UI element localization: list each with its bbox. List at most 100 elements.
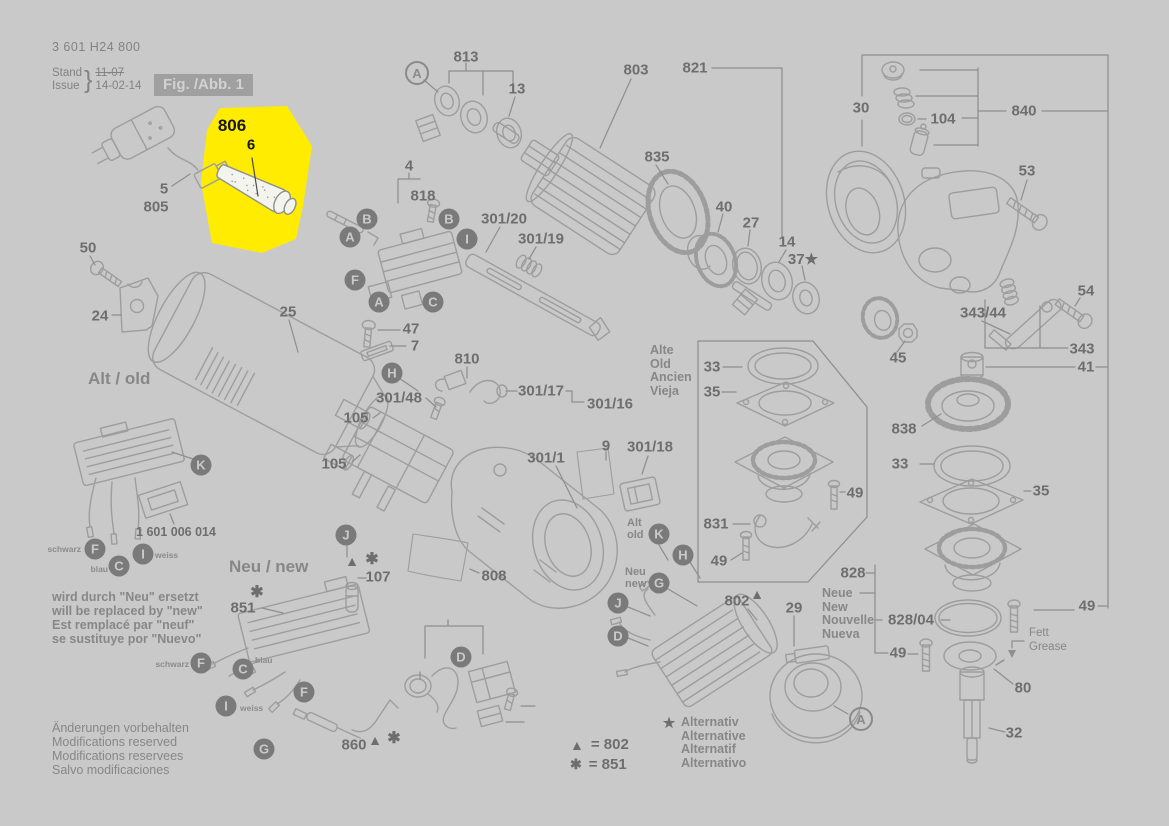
part-label-24[interactable]: 24 [91,307,109,325]
part-label-343[interactable]: 343 [1069,340,1095,358]
part-label-6[interactable]: 6 [246,136,256,154]
text-line: new [625,578,647,590]
part-label-49[interactable]: 49 [710,552,728,570]
callout-H: H [381,362,403,384]
legend-text: = 802 [590,736,629,753]
wire-color-label: weiss [240,703,264,713]
part-label-851[interactable]: 851 [230,599,256,617]
part-label-301-48[interactable]: 301/48 [376,389,422,407]
text-line: Est remplacé par "neuf" [52,618,195,632]
part-label-838[interactable]: 838 [891,420,917,438]
callout-K: K [648,523,670,545]
part-label-301-17[interactable]: 301/17 [518,382,564,400]
part-label-805[interactable]: 805 [143,198,169,216]
grip-806-drawing[interactable] [213,159,300,219]
part-label-1-601-006-014[interactable]: 1 601 006 014 [136,525,216,539]
spindle-drawing [959,666,985,764]
bearing-housing-drawing [450,446,618,609]
part-label-301-18[interactable]: 301/18 [627,438,673,456]
part-label-343-44[interactable]: 343/44 [960,304,1006,322]
part-label-41[interactable]: 41 [1077,358,1095,376]
callout-D: D [607,625,629,647]
text-line: wird durch "Neu" ersetzt [52,590,199,604]
part-label-32[interactable]: 32 [1005,724,1023,742]
text-line: New [822,599,848,614]
part-label-301-1[interactable]: 301/1 [527,449,565,467]
part-label-25[interactable]: 25 [279,303,297,321]
part-label-7[interactable]: 7 [410,337,420,355]
star-marker-icon: ★ [662,714,676,731]
part-label-301-19[interactable]: 301/19 [518,230,564,248]
part-label-29[interactable]: 29 [785,599,803,617]
part-label-828[interactable]: 828 [840,564,866,582]
part-label-33[interactable]: 33 [891,455,909,473]
part-label-14[interactable]: 14 [778,233,796,251]
part-label-49[interactable]: 49 [889,644,907,662]
part-label-80[interactable]: 80 [1014,679,1032,697]
part-label-35[interactable]: 35 [1032,482,1050,500]
part-label-35[interactable]: 35 [703,383,721,401]
text-line: Alternativ [681,715,739,729]
part-label-13[interactable]: 13 [508,80,526,98]
part-label-45[interactable]: 45 [889,349,907,367]
part-label-4[interactable]: 4 [404,157,414,175]
part-label-813[interactable]: 813 [453,48,479,66]
part-label-818[interactable]: 818 [410,187,436,205]
part-label-301-20[interactable]: 301/20 [481,210,527,228]
part-label-831[interactable]: 831 [703,515,729,533]
part-label-803[interactable]: 803 [623,61,649,79]
part-label-107[interactable]: 107 [365,568,391,586]
part-label-301-16[interactable]: 301/16 [587,395,633,413]
part-label-9[interactable]: 9 [601,437,611,455]
text-line: Grease [1029,640,1067,653]
asterisk-marker-icon: ✱ [570,756,582,772]
asterisk-marker-icon: ✱ [250,584,264,601]
gear-housing-drawing [897,167,1019,294]
part-label-105[interactable]: 105 [343,409,369,427]
text-line: Alte [650,343,674,357]
part-label-104[interactable]: 104 [930,110,956,128]
part-label-105[interactable]: 105 [321,455,347,473]
callout-H: H [672,544,694,566]
triangle-marker-icon: ▲ [570,736,584,753]
part-label-50[interactable]: 50 [79,239,97,257]
asterisk-marker-icon: ✱ [387,730,401,747]
text-line: Fett [1029,627,1049,639]
text-line: Salvo modificaciones [52,763,170,777]
part-label-5[interactable]: 5 [159,180,169,198]
text-line: Vieja [650,383,679,398]
wire-color-label: schwarz [155,659,189,669]
triangle-marker-icon: ▲ [345,553,359,569]
part-label-802[interactable]: 802 [724,592,750,610]
neu-new-header: Neu / new [229,557,309,576]
part-label-821[interactable]: 821 [682,59,708,77]
text-line: se sustituye por "Nuevo" [52,632,202,646]
part-label-806[interactable]: 806 [217,116,247,135]
brace: } [84,65,93,94]
part-label-30[interactable]: 30 [852,99,870,117]
part-label-808[interactable]: 808 [481,567,507,585]
part-label-37★[interactable]: 37★ [787,251,819,268]
text-line: Alternative [681,728,746,743]
part-label-49[interactable]: 49 [1078,597,1096,615]
part-label-53[interactable]: 53 [1018,162,1036,180]
text-line: Alternatif [681,742,736,756]
part-label-49[interactable]: 49 [846,484,864,502]
part-label-54[interactable]: 54 [1077,282,1095,300]
part-label-27[interactable]: 27 [742,214,760,232]
text-line: Neu [625,566,646,578]
part-label-33[interactable]: 33 [703,358,721,376]
text-line: old [627,529,644,541]
part-label-840[interactable]: 840 [1011,102,1037,120]
part-label-835[interactable]: 835 [644,148,670,166]
text-line: Änderungen vorbehalten [52,721,189,735]
part-label-810[interactable]: 810 [454,350,480,368]
part-label-47[interactable]: 47 [402,320,420,338]
callout-C: C [108,555,130,577]
part-label-828-04[interactable]: 828/04 [888,611,934,629]
part-label-40[interactable]: 40 [715,198,733,216]
part-label-860[interactable]: 860 [341,736,367,754]
